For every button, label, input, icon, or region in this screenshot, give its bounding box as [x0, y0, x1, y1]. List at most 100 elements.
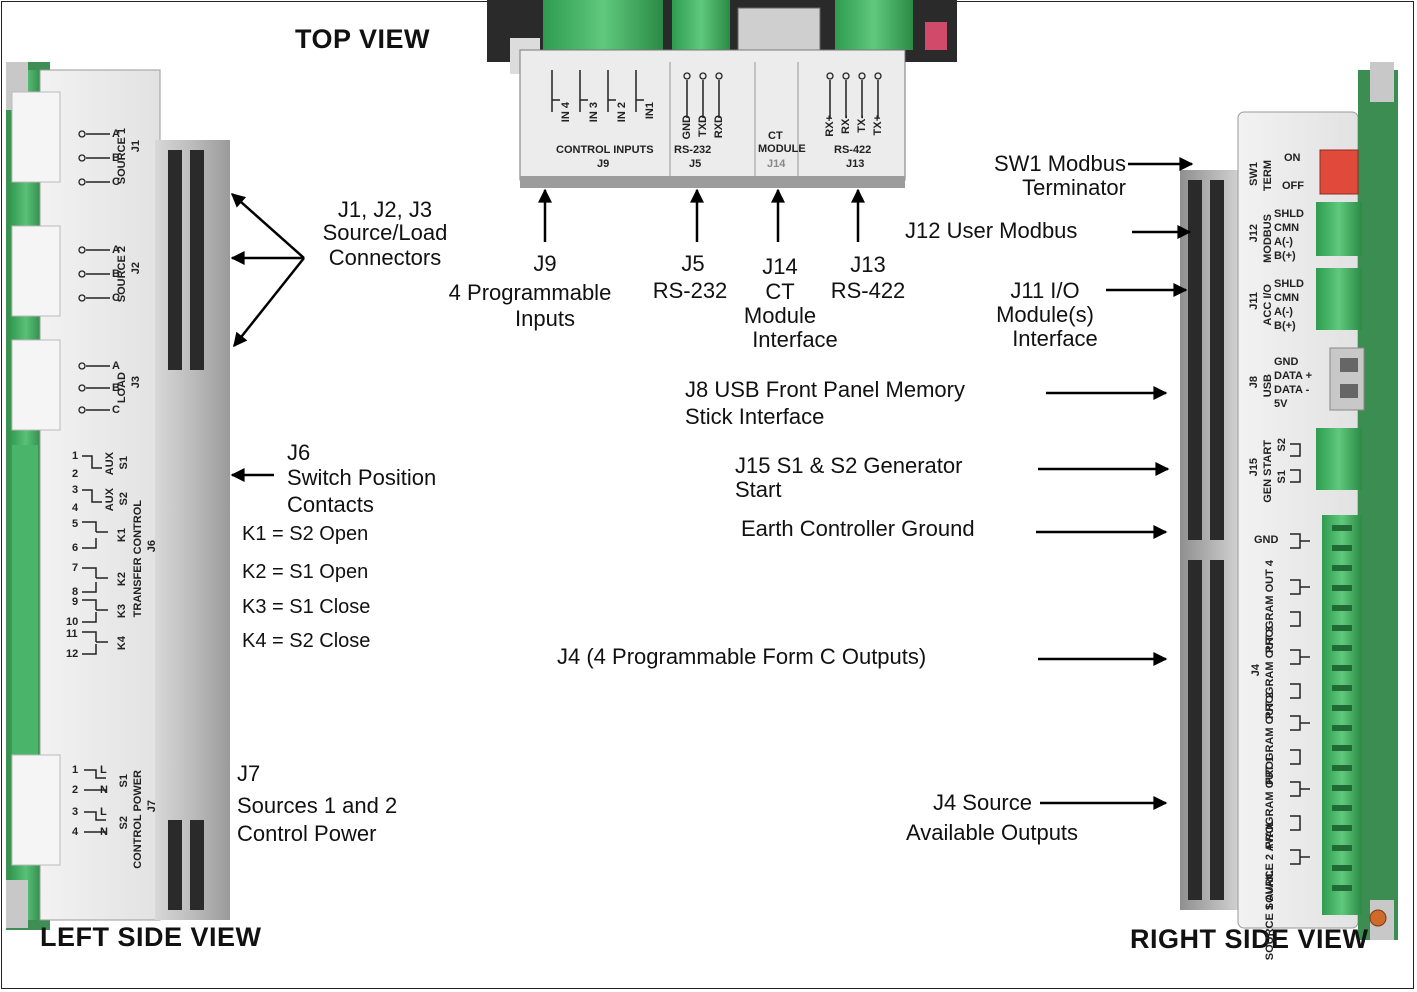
silk-rx-minus: RX-	[840, 115, 852, 134]
silk-gen-start: GEN START	[1262, 440, 1274, 503]
callout-j13-line1: J13	[850, 252, 886, 277]
silk-on: ON	[1284, 152, 1301, 164]
silk-transfer-control: TRANSFER CONTROL	[132, 500, 144, 618]
silk-j15-s1: S1	[1276, 470, 1288, 484]
silk-j11-cmn: CMN	[1274, 292, 1300, 304]
silk-j7-l1: L	[100, 764, 107, 776]
silk-j15: J15	[1248, 458, 1260, 477]
callout-j7-line1: J7	[237, 761, 261, 786]
k2-definition: K2 = S1 Open	[242, 561, 369, 583]
silk-rs232: RS-232	[674, 144, 712, 156]
silk-j6-pin11: 11	[66, 628, 78, 640]
silk-j3: J3	[130, 376, 142, 389]
silk-j8-data-minus: DATA -	[1274, 384, 1310, 396]
silk-s1-aux: AUX	[104, 452, 116, 476]
silk-sw1: SW1	[1248, 162, 1260, 186]
silk-j7-pin4: 4	[72, 826, 79, 838]
silk-gnd: GND	[681, 115, 693, 140]
silk-rxd: RXD	[713, 115, 725, 139]
silk-usb: USB	[1262, 374, 1274, 398]
callout-j9-line2: 4 Programmable	[448, 280, 612, 305]
callout-j4-source-line2: Available Outputs	[906, 820, 1079, 845]
k1-definition: K1 = S2 Open	[242, 523, 369, 545]
left-arrows	[230, 193, 305, 482]
silk-s2-aux: AUX	[104, 488, 116, 512]
silk-j6-pin7: 7	[72, 562, 79, 574]
silk-s2: S2	[118, 492, 130, 506]
callout-j14-line2: CT	[765, 279, 795, 304]
silk-j6-pin8: 8	[72, 586, 79, 598]
silk-off: OFF	[1282, 180, 1304, 192]
silk-tx-plus: TX+	[872, 115, 884, 136]
silk-j1-a: A	[112, 128, 120, 140]
silk-j8-gnd: GND	[1274, 356, 1299, 368]
silk-k4: K4	[116, 636, 128, 651]
silk-j6-pin2: 2	[72, 468, 79, 480]
silk-control-power: CONTROL POWER	[132, 770, 144, 869]
silk-j6-pin10: 10	[66, 616, 79, 628]
callout-j11-line3: Interface	[1012, 326, 1098, 351]
silk-j7-n1: N	[100, 784, 108, 796]
callout-j9-line1: J9	[533, 251, 557, 276]
silk-j8-data-plus: DATA +	[1274, 370, 1312, 382]
callout-j5-line1: J5	[681, 251, 705, 276]
callout-j6-line1: J6	[287, 440, 311, 465]
silk-j2-a: A	[112, 244, 120, 256]
callout-j12: J12 User Modbus	[905, 218, 1078, 243]
silk-source1-avail: SOURCE 1 AVAIL	[1264, 870, 1276, 961]
callout-j5-line2: RS-232	[652, 278, 728, 303]
silk-k2: K2	[116, 572, 128, 587]
callout-j4-programmable: J4 (4 Programmable Form C Outputs)	[557, 644, 927, 669]
silk-j7-pin3: 3	[72, 806, 79, 818]
callout-j14-line4: Interface	[752, 327, 838, 352]
silk-module: MODULE	[758, 143, 806, 155]
silk-j7-pin2: 2	[72, 784, 79, 796]
callout-sw1-line1: SW1 Modbus	[993, 151, 1126, 176]
silk-j1-b: B	[112, 152, 120, 164]
silk-rs422: RS-422	[834, 144, 872, 156]
silk-j2-b: B	[112, 268, 120, 280]
silk-j7-pin1: 1	[72, 764, 79, 776]
silk-j5: J5	[689, 158, 702, 170]
silk-in3: IN 3	[588, 102, 600, 123]
silk-j9: J9	[597, 158, 610, 170]
right-side-view-title: RIGHT SIDE VIEW	[1130, 924, 1369, 954]
callout-j6-line2: Switch Position	[287, 465, 437, 490]
callout-earth-ground: Earth Controller Ground	[741, 516, 975, 541]
silk-j6-pin1: 1	[72, 450, 79, 462]
callout-j14-line1: J14	[762, 254, 798, 279]
callout-j8-line1: J8 USB Front Panel Memory	[685, 377, 965, 402]
left-side-device	[6, 62, 230, 930]
silk-in1: IN1	[644, 102, 656, 120]
silk-j7: J7	[146, 800, 158, 813]
silk-j6-pin12: 12	[66, 648, 79, 660]
callout-sw1-line2: Terminator	[1022, 175, 1126, 200]
callout-j7-line2: Sources 1 and 2	[237, 793, 398, 818]
silk-j2: J2	[130, 262, 142, 275]
top-arrows	[538, 188, 865, 242]
callout-j1-j2-j3-line3: Connectors	[328, 245, 442, 270]
silk-j6-pin6: 6	[72, 542, 79, 554]
callout-j11-line2: Module(s)	[996, 302, 1094, 327]
callout-j6-line3: Contacts	[287, 492, 374, 517]
silk-j15-s2: S2	[1276, 438, 1288, 452]
silk-j7-n2: N	[100, 826, 108, 838]
silk-j6-pin3: 3	[72, 484, 79, 496]
silk-k3: K3	[116, 604, 128, 619]
silk-control-inputs: CONTROL INPUTS	[556, 144, 654, 156]
silk-j6-pin4: 4	[72, 502, 79, 514]
silk-rx-plus: RX+	[824, 115, 836, 137]
callout-j9-line3: Inputs	[515, 306, 575, 331]
silk-j1-c: C	[112, 176, 120, 188]
silk-j11: J11	[1248, 292, 1260, 310]
silk-j11-shld: SHLD	[1274, 278, 1304, 290]
silk-j12-b: B(+)	[1274, 250, 1296, 262]
silk-gnd-right: GND	[1254, 534, 1279, 546]
k4-definition: K4 = S2 Close	[242, 630, 371, 652]
silk-ct: CT	[768, 130, 783, 142]
silk-j7-l2: L	[100, 806, 107, 818]
silk-j8: J8	[1248, 376, 1260, 389]
callout-j14-line3: Module	[743, 303, 817, 328]
callout-j4-source-line1: J4 Source	[932, 790, 1032, 815]
